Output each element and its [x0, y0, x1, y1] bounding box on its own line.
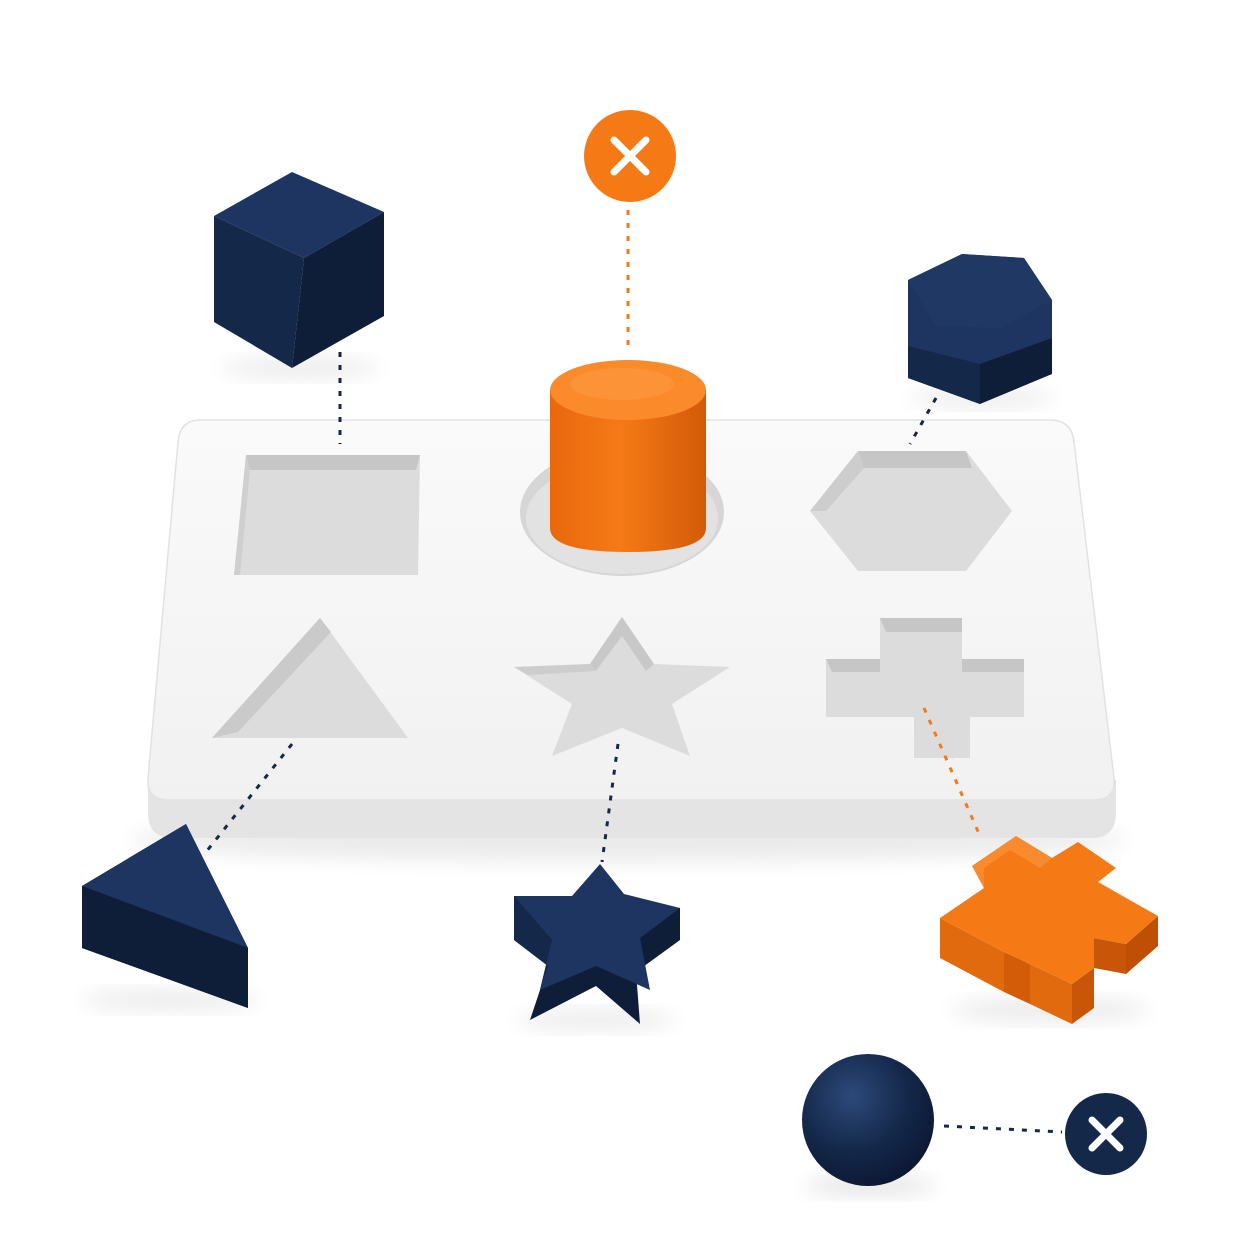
cylinder-piece — [550, 360, 706, 552]
close-icon-orange — [584, 110, 676, 202]
connector-triangle — [204, 743, 294, 853]
cross-prism-piece — [940, 836, 1158, 1024]
star-prism-piece — [514, 864, 680, 1030]
square-hole — [234, 455, 420, 575]
hexagon-hole — [810, 451, 1012, 571]
triangle-hole — [212, 618, 408, 738]
hexagonal-prism-piece — [908, 254, 1056, 407]
cross-hole — [826, 618, 1024, 758]
sphere-piece — [802, 1054, 936, 1196]
cube-piece — [214, 172, 384, 378]
close-icon-navy — [1065, 1093, 1147, 1175]
connector-hexagon — [908, 397, 938, 445]
connector-cross — [922, 707, 982, 837]
connector-sphere — [943, 1124, 1063, 1134]
triangular-prism-piece — [80, 824, 260, 1010]
star-hole — [514, 617, 730, 756]
